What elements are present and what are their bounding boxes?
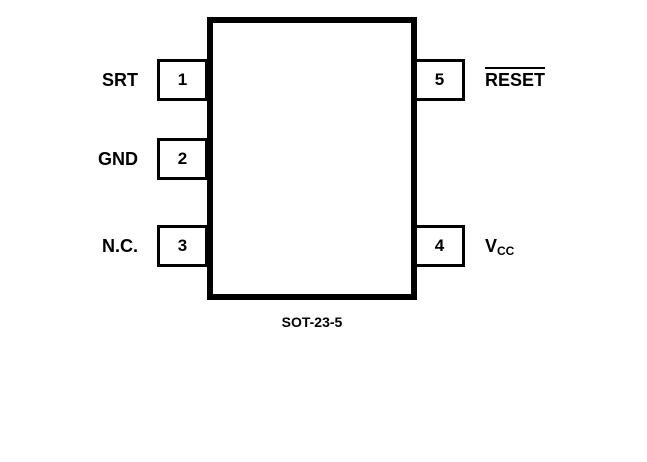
pin-label-vcc-sub: CC <box>497 244 515 258</box>
pin-box-2: 2 <box>157 138 208 180</box>
pin-number-3: 3 <box>177 236 188 255</box>
pin-box-1: 1 <box>157 59 208 101</box>
pin-label-nc: N.C. <box>102 236 138 256</box>
pin-label-vcc: VCC <box>485 225 514 267</box>
pin-number-2: 2 <box>177 149 188 168</box>
pin-number-1: 1 <box>177 70 188 89</box>
pin-box-5: 5 <box>414 59 465 101</box>
pin-label-vcc-base: V <box>485 236 498 256</box>
pin-label-srt: SRT <box>102 70 138 90</box>
pin-label-gnd: GND <box>98 149 138 169</box>
package-name-label: SOT-23-5 <box>281 314 343 330</box>
pin-label-reset-text: RESET <box>485 67 546 90</box>
ic-package-body <box>207 17 417 300</box>
pin-number-4: 4 <box>434 236 445 255</box>
pin-box-3: 3 <box>157 225 208 267</box>
pin-number-5: 5 <box>434 70 445 89</box>
pin-label-reset: RESET <box>485 59 546 101</box>
pin-box-4: 4 <box>414 225 465 267</box>
